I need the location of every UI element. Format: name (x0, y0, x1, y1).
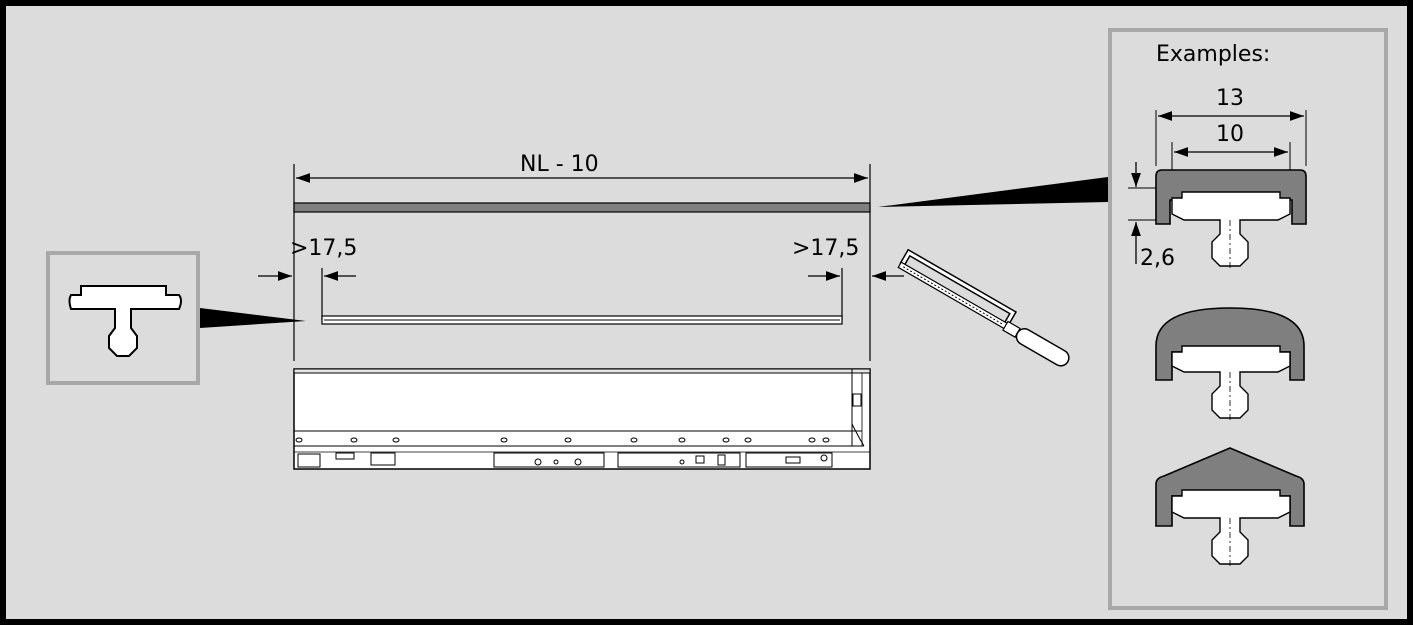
examples-panel (1108, 28, 1388, 610)
right-clearance-label: >17,5 (792, 236, 860, 261)
pointer-wedge-left (200, 308, 306, 328)
right-clearance-dimension (808, 268, 904, 320)
examples-title: Examples: (1156, 42, 1271, 67)
overall-length-dimension (293, 164, 871, 361)
insert-profile-callout (46, 251, 306, 385)
width-inner-label: 10 (1216, 122, 1244, 147)
width-outer-label: 13 (1216, 86, 1244, 111)
assembly-diagram (46, 28, 1388, 610)
thickness-label: 2,6 (1140, 246, 1175, 271)
overall-length-label: NL - 10 (520, 152, 599, 177)
t-profile-icon (68, 285, 182, 357)
left-clearance-label: >17,5 (290, 236, 358, 261)
examples-frame (1108, 28, 1388, 610)
example-profile-round (1155, 307, 1305, 420)
callout-frame (46, 251, 200, 385)
drawer-side-panel (293, 368, 871, 470)
pointer-wedge-right (878, 177, 1108, 207)
left-clearance-dimension (258, 268, 356, 320)
example-profile-gabled (1155, 447, 1305, 566)
hacksaw-icon (897, 248, 1070, 367)
example-profile-flat (1155, 169, 1307, 268)
cut-strip (293, 202, 871, 213)
diagram-canvas: NL - 10 >17,5 >17,5 Examples: 13 10 2,6 (6, 6, 1407, 619)
